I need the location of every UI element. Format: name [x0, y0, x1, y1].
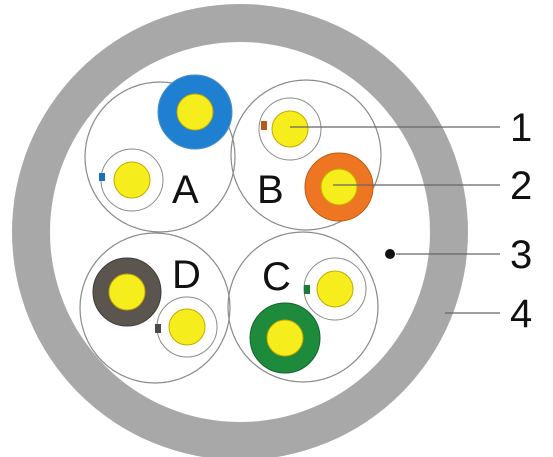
pair-d-boundary — [79, 232, 231, 384]
pair-a-stripe-mark — [99, 173, 105, 181]
pair-d-colored-conductor — [108, 273, 146, 311]
pair-d-stripe-mark — [155, 324, 161, 333]
callout-number-1: 1 — [510, 106, 532, 150]
pair-b-colored-conductor — [320, 168, 358, 206]
pair-a-boundary — [84, 81, 236, 233]
pair-c: C — [227, 231, 379, 383]
pair-d: D — [79, 232, 231, 384]
filler-marker-dot — [385, 249, 395, 259]
pair-c-label: C — [262, 255, 291, 299]
pair-b-label: B — [257, 168, 284, 212]
pair-a-label: A — [172, 168, 199, 212]
callout-number-2: 2 — [510, 164, 532, 208]
cable-interior — [50, 42, 430, 422]
pair-c-boundary — [227, 231, 379, 383]
callout-number-3: 3 — [510, 233, 532, 277]
pair-b: B — [230, 79, 382, 231]
pair-b-stripe-mark — [261, 121, 267, 130]
pair-c-colored-conductor — [266, 319, 304, 357]
callout-number-4: 4 — [510, 292, 532, 336]
pair-a-colored-conductor — [176, 93, 214, 131]
pair-a: A — [84, 74, 236, 233]
pair-a-white-conductor — [113, 161, 151, 199]
pair-c-stripe-mark — [304, 285, 310, 294]
pair-d-label: D — [172, 253, 201, 297]
pair-c-white-conductor — [316, 270, 354, 308]
pair-b-boundary — [230, 79, 382, 231]
pair-d-white-conductor — [168, 308, 206, 346]
pair-b-white-conductor — [271, 110, 309, 148]
